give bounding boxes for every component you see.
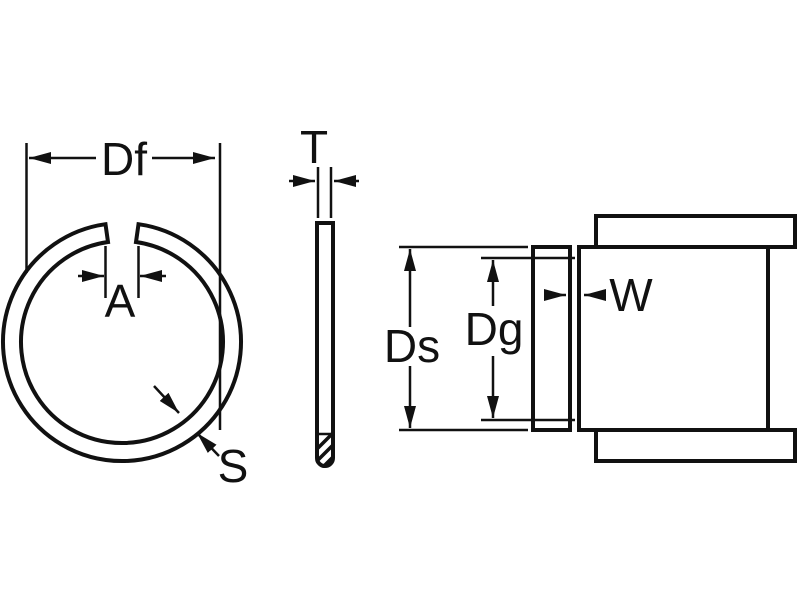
- label-radial-wall: S: [217, 440, 249, 492]
- flange-top: [594, 214, 797, 249]
- label-shaft-diameter: Ds: [383, 320, 441, 372]
- label-free-diameter: Df: [101, 133, 147, 185]
- shaft-assembly-view: [399, 214, 797, 463]
- label-groove-width: W: [609, 269, 653, 321]
- ring-edge-view: [289, 167, 359, 468]
- flange-bottom: [594, 428, 797, 463]
- ring-face-view: [1, 143, 243, 463]
- s-arrow-outer: [196, 432, 220, 457]
- label-groove-diameter: Dg: [464, 303, 524, 355]
- ring-edge-profile: [315, 221, 335, 468]
- label-gap: A: [104, 275, 136, 327]
- s-arrow-inner: [153, 385, 180, 414]
- installed-ring: [531, 245, 572, 432]
- label-thickness: T: [299, 121, 329, 173]
- snap-ring-band: [1, 221, 243, 463]
